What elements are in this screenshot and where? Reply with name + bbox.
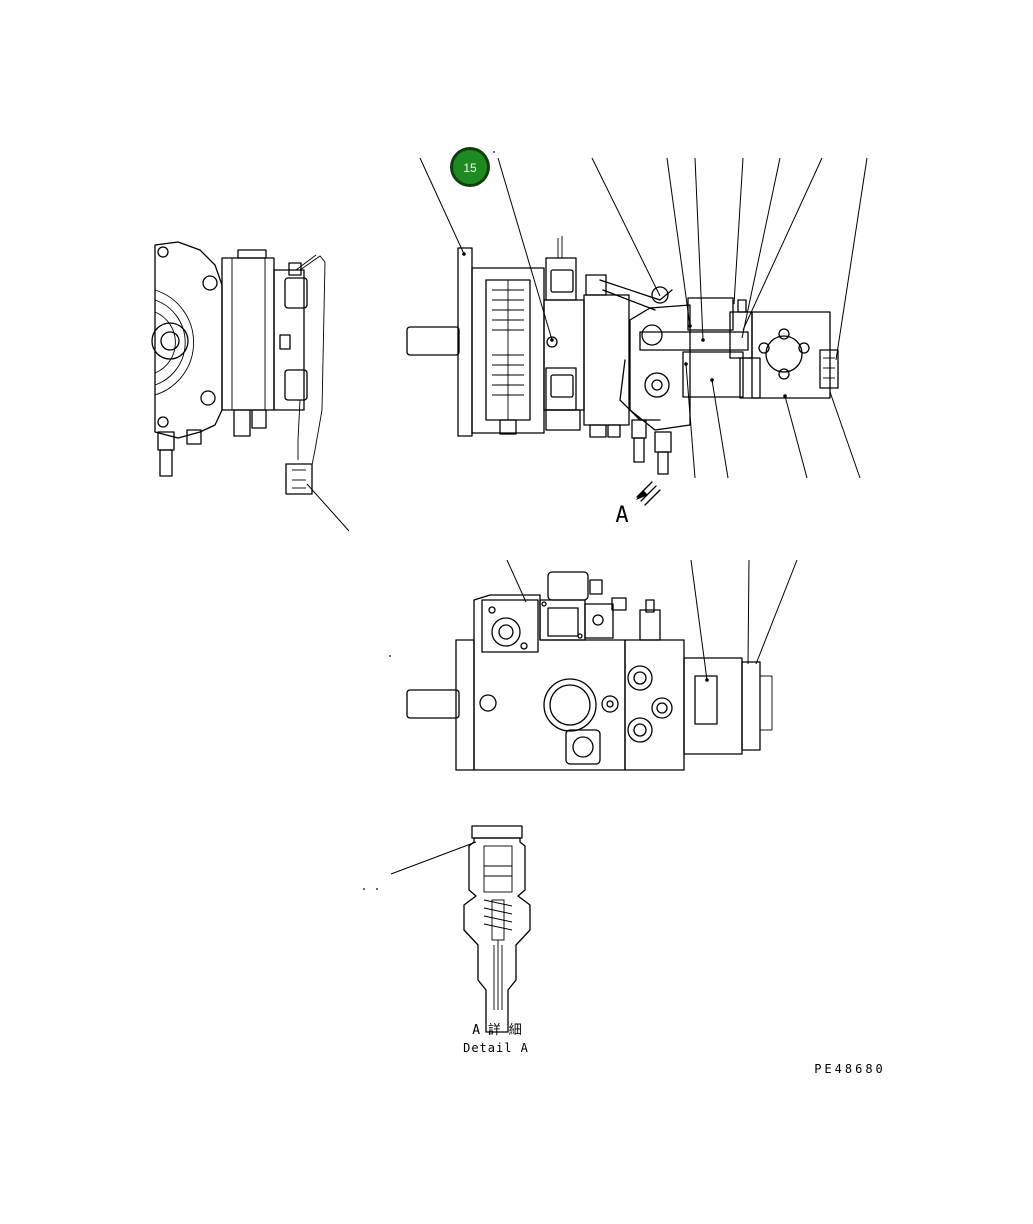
arrow-icon [636,481,661,506]
detail-label-jp: A 詳 細 [472,1022,521,1038]
front-view-drawing [406,571,773,771]
callout-number: 15 [463,161,477,175]
callout-badge[interactable]: 15 [450,147,490,187]
top-view-drawing [406,236,839,475]
view-a-label: A [615,503,628,528]
side-view-drawing [151,241,326,495]
detail-label-en: Detail A [463,1041,529,1055]
drawing-code: PE48680 [814,1062,886,1076]
leader-lines [306,157,868,875]
detail-a-drawing [463,825,531,1033]
